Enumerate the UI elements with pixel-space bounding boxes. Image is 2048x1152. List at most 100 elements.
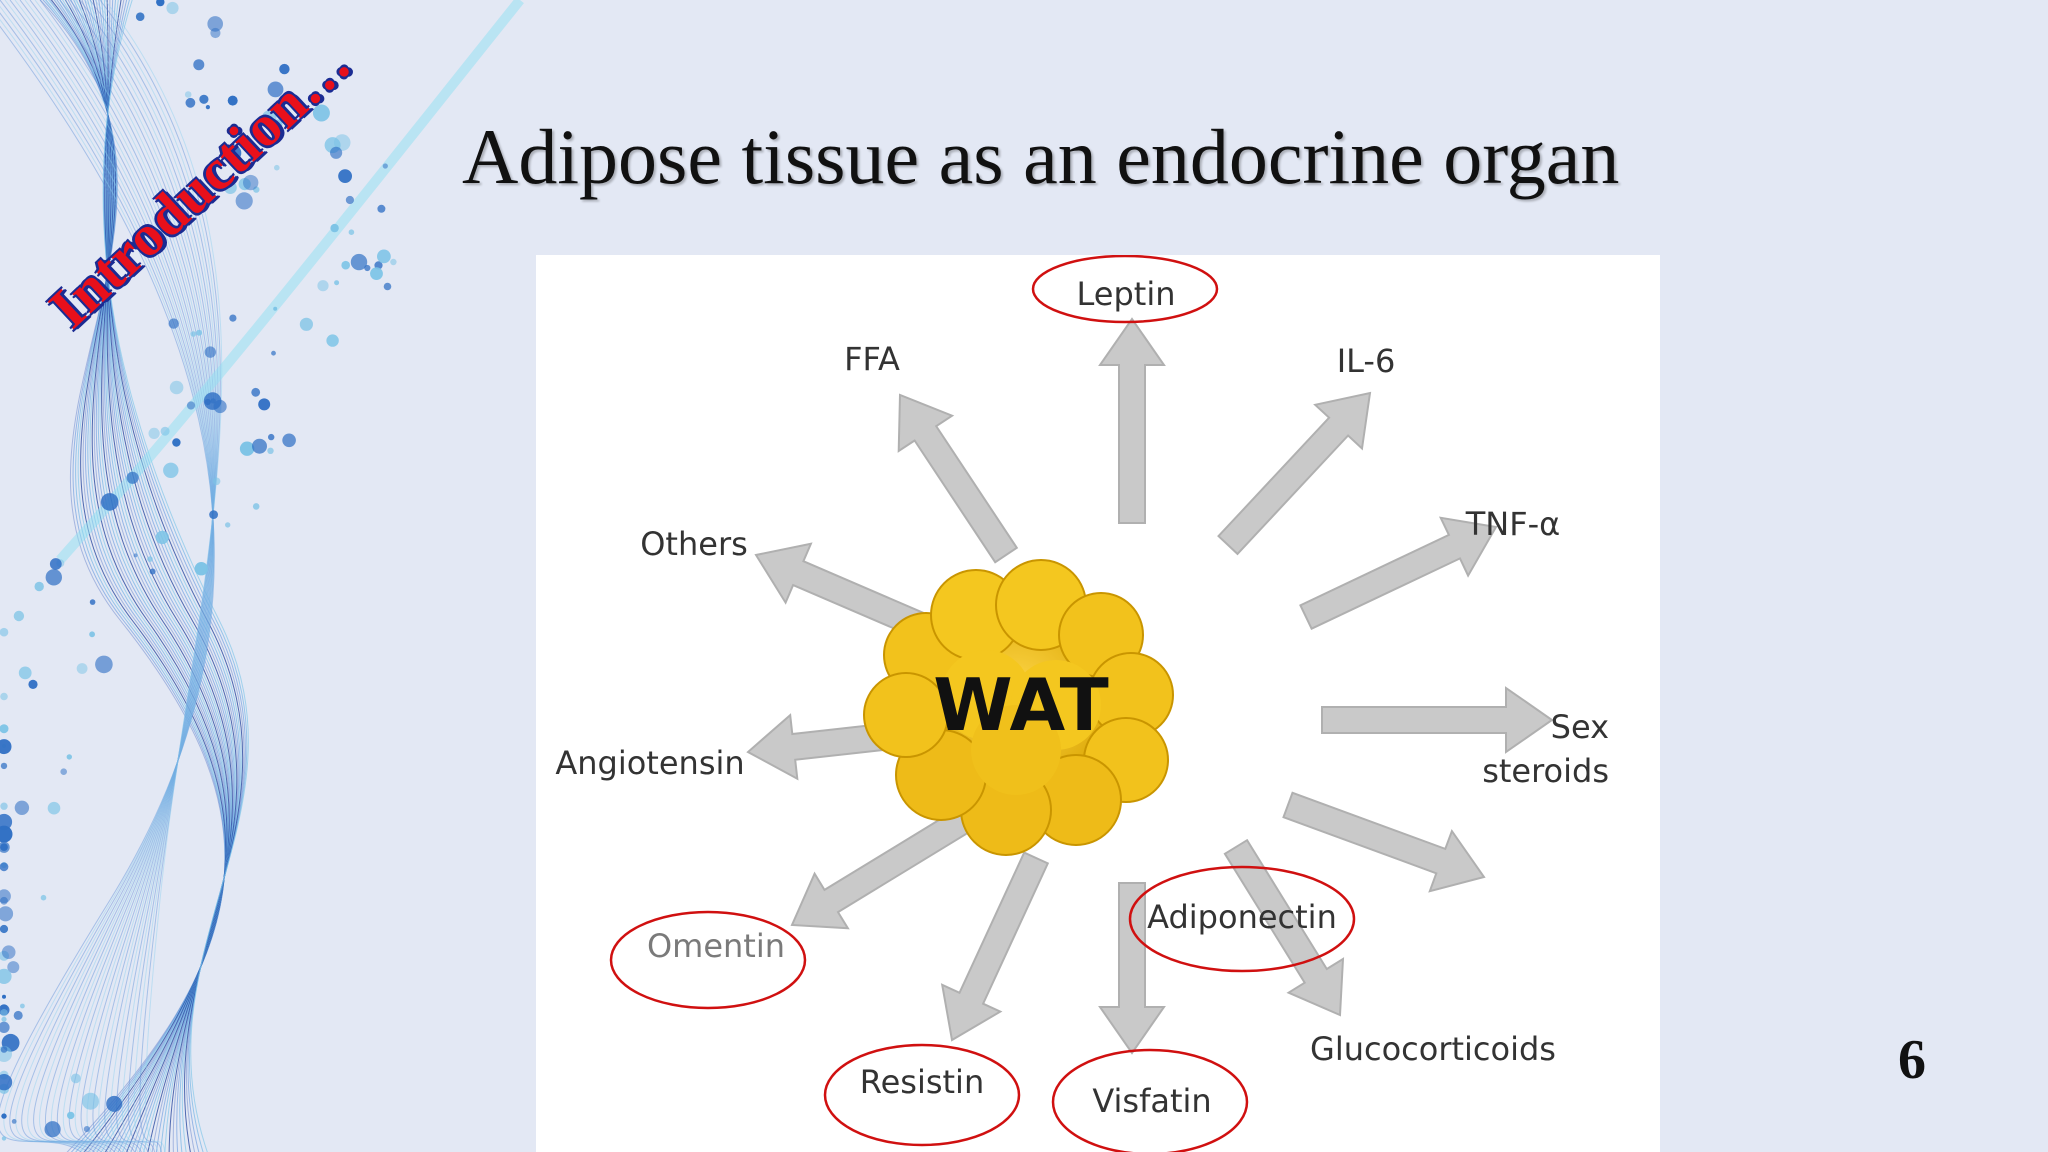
decor-dot xyxy=(1,1046,8,1053)
decor-dot xyxy=(0,889,11,903)
decor-dot xyxy=(258,398,270,410)
decor-dot xyxy=(1,763,7,769)
decor-dot xyxy=(377,250,391,264)
label-sex: Sex xyxy=(1551,708,1609,746)
decor-dot xyxy=(2,945,16,959)
decor-dot xyxy=(170,381,184,395)
wat-label: WAT xyxy=(933,663,1108,747)
decor-dot xyxy=(267,448,273,454)
decor-dot xyxy=(90,599,96,605)
decor-dot xyxy=(163,463,178,478)
decor-dot xyxy=(2,1136,6,1140)
decor-dot xyxy=(14,1011,23,1020)
label-steroids: steroids xyxy=(1482,752,1609,790)
arrow-adiponectin xyxy=(1284,793,1485,891)
decor-dot xyxy=(0,1009,7,1016)
decor-dot xyxy=(35,582,44,591)
arrow-sex xyxy=(1322,688,1552,752)
arrow-ffa xyxy=(899,395,1017,562)
decor-dot xyxy=(67,1112,74,1119)
decor-dot xyxy=(186,98,196,108)
decor-dot xyxy=(0,925,8,933)
label-resistin: Resistin xyxy=(860,1063,984,1101)
decor-dot xyxy=(136,12,145,21)
label-angiotensin: Angiotensin xyxy=(555,744,744,782)
decor-dot xyxy=(156,531,169,544)
decor-dot xyxy=(225,522,230,527)
decor-dot xyxy=(0,803,7,810)
label-adiponectin: Adiponectin xyxy=(1147,898,1337,936)
decor-dot xyxy=(370,267,383,280)
decor-dot xyxy=(252,439,267,454)
decor-dot xyxy=(71,1074,81,1084)
decor-dot xyxy=(193,59,204,70)
decor-dot xyxy=(338,169,352,183)
label-omentin: Omentin xyxy=(647,927,785,965)
label-tnf: TNF-α xyxy=(1465,505,1561,543)
decor-dot xyxy=(271,351,276,356)
decor-dot xyxy=(187,401,195,409)
label-visfatin: Visfatin xyxy=(1092,1082,1211,1120)
decor-dot xyxy=(196,330,202,336)
decor-dot xyxy=(377,205,385,213)
decor-dot xyxy=(251,388,260,397)
decor-dot xyxy=(209,510,218,519)
decor-dot xyxy=(334,280,339,285)
decor-dot xyxy=(1,1017,6,1022)
decor-dot xyxy=(273,307,277,311)
label-glucocorticoids: Glucocorticoids xyxy=(1310,1030,1556,1068)
label-others: Others xyxy=(640,525,748,563)
decor-dot xyxy=(206,105,210,109)
decor-dot xyxy=(0,842,10,853)
decor-dot xyxy=(41,895,47,901)
wat-diagram: WAT Leptin FFA IL-6 TNF-α Others Sex ste… xyxy=(536,255,1660,1152)
arrow-il6 xyxy=(1219,393,1371,554)
decor-dot xyxy=(89,631,95,637)
decor-dot xyxy=(77,663,88,674)
page-number: 6 xyxy=(1898,1028,1926,1092)
decor-dot xyxy=(346,196,354,204)
decor-dot xyxy=(349,229,355,235)
arrow-resistin xyxy=(942,853,1048,1040)
decor-dot xyxy=(12,1119,17,1124)
decor-dot xyxy=(384,283,392,291)
decor-dot xyxy=(14,611,24,621)
decor-dot xyxy=(191,331,197,337)
decor-dot xyxy=(84,1126,90,1132)
arrow-leptin xyxy=(1100,319,1164,523)
decor-dot xyxy=(147,556,153,562)
label-ffa: FFA xyxy=(844,340,900,378)
decor-dot xyxy=(150,569,156,575)
decor-dot xyxy=(341,261,350,270)
decor-dot xyxy=(229,315,236,322)
decor-dot xyxy=(214,400,227,413)
decor-dot xyxy=(390,259,396,265)
slide-title: Adipose tissue as an endocrine organ xyxy=(462,112,1619,202)
decor-dot xyxy=(205,346,216,357)
decor-dot xyxy=(351,254,367,270)
decor-dot xyxy=(172,438,180,446)
decor-dot xyxy=(2,995,6,999)
decor-dot xyxy=(268,434,274,440)
decor-dot xyxy=(199,95,208,104)
decor-dot xyxy=(67,754,72,759)
decor-dot xyxy=(28,680,37,689)
decor-dot xyxy=(50,558,62,570)
wat-blob: WAT xyxy=(864,560,1173,855)
decor-dot xyxy=(383,163,388,168)
decor-dot xyxy=(82,1093,99,1110)
decor-dot xyxy=(185,91,192,98)
decor-dot xyxy=(0,628,8,637)
decor-dot xyxy=(166,2,178,14)
decor-dot xyxy=(46,569,62,585)
decor-dot xyxy=(101,493,119,511)
decor-dot xyxy=(0,739,12,754)
decor-dot xyxy=(161,427,170,436)
decor-dot xyxy=(330,224,338,232)
decor-dot xyxy=(156,0,164,6)
decor-dot xyxy=(95,656,113,674)
decor-dot xyxy=(60,768,67,775)
decor-dot xyxy=(282,434,296,448)
decor-dot xyxy=(210,28,220,38)
label-il6: IL-6 xyxy=(1337,342,1396,380)
